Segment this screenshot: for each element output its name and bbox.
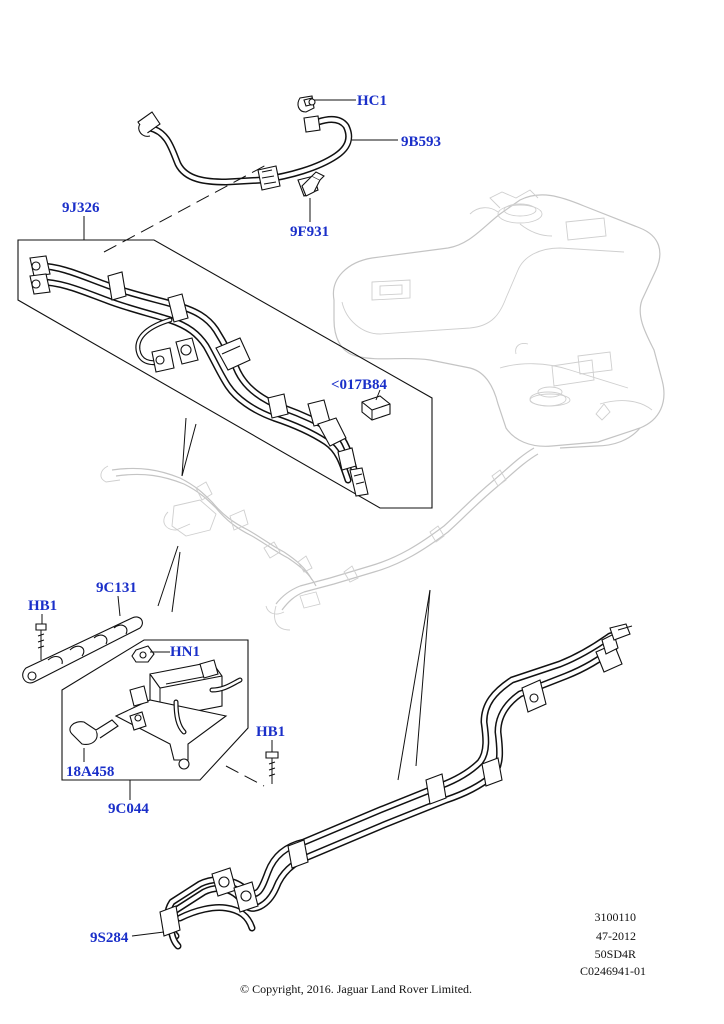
label-hb1-left: HB1 xyxy=(28,598,57,614)
label-9c131: 9C131 xyxy=(96,580,137,596)
label-hn1: HN1 xyxy=(170,644,200,660)
label-9b593: 9B593 xyxy=(401,134,441,150)
label-017b84: <017B84 xyxy=(331,377,388,393)
fuel-tank-ghost xyxy=(332,189,665,449)
leader-lines xyxy=(41,99,431,937)
label-hc1: HC1 xyxy=(357,93,387,109)
label-9f931: 9F931 xyxy=(290,224,329,240)
reference-line-3: 50SD4R xyxy=(595,947,636,961)
reference-line-2: 47-2012 xyxy=(596,929,636,943)
harness-detail-box-9j326 xyxy=(17,239,433,509)
reference-line-1: 3100110 xyxy=(594,910,636,924)
reference-line-4: C0246941-01 xyxy=(580,964,646,978)
label-18a458: 18A458 xyxy=(66,764,114,780)
bracket-9c131 xyxy=(22,616,143,684)
label-9j326: 9J326 xyxy=(62,200,100,216)
copyright-notice: © Copyright, 2016. Jaguar Land Rover Lim… xyxy=(240,982,472,996)
label-9c044: 9C044 xyxy=(108,801,149,817)
reference-block: 3100110 47-2012 50SD4R C0246941-01 xyxy=(580,910,646,978)
fuel-line-9s284 xyxy=(159,623,633,950)
canister-box-9c044 xyxy=(61,639,279,784)
clip-9f931 xyxy=(301,171,325,197)
label-9s284: 9S284 xyxy=(90,930,129,946)
ghost-line-run xyxy=(100,447,539,631)
label-hb1-right: HB1 xyxy=(256,724,285,740)
part-labels: HC1 9B593 9J326 9F931 <017B84 9C131 HB1 … xyxy=(28,93,441,946)
